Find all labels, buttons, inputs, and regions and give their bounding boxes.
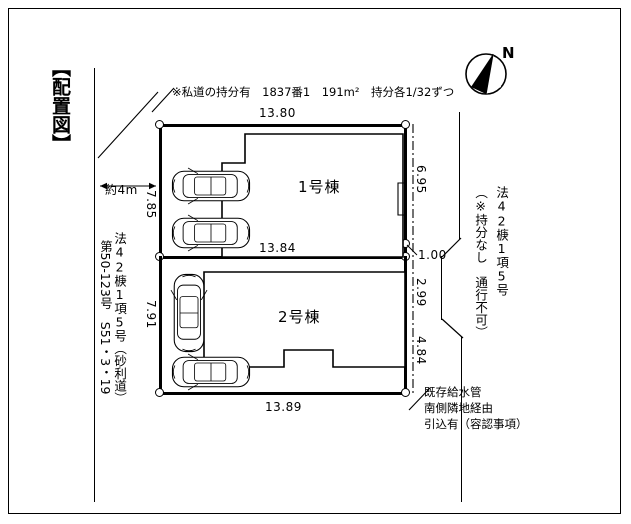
parking-car-4 [170,352,252,392]
note-private-road: ※私道の持分有 1837番1 191m² 持分各1/32ずつ [172,85,455,99]
dimension-left-upper: 7.85 [144,190,158,219]
lot1-boundary-right [404,124,407,259]
dimension-right-mid: 2.99 [414,278,428,307]
road-left-top-hatch [96,86,166,166]
page-title: 【配置図】 [44,58,74,170]
parking-car-2 [170,213,252,253]
building-1-offset-tick [396,182,408,216]
road-right-jog-upper [440,237,466,261]
page-title-label: 【配置図】 [48,58,71,153]
lot2-boundary-bottom [159,392,407,395]
building-2-label: 2号棟 [278,308,321,326]
dimension-right-lower: 4.84 [414,336,428,365]
road-right-edge-mid [441,256,443,320]
dimension-middle: 13.84 [259,241,296,255]
road-right-legal-line2: （※持分なし 通行不可） [473,186,489,339]
note-water-pipe-line1: 既存給水管 [424,385,482,399]
lot-node-se [401,388,410,397]
parking-car-3 [169,272,209,354]
road-left-legal-line1: 法42椩1項5号（砂利道） [112,232,128,405]
page-border [8,8,621,514]
dimension-left-lower: 7.91 [144,300,158,329]
road-right-edge-upper [459,112,461,239]
compass-north-label: N [502,44,515,62]
compass-rose-icon [463,50,509,96]
lot-node-sw [155,388,164,397]
right-property-dash-line [411,124,415,396]
building-1 [221,133,407,259]
lot-node-nw [155,120,164,129]
note-water-pipe-leader [408,380,444,414]
parking-car-1 [170,166,252,206]
road-right-jog-lower [441,318,469,342]
note-water-pipe-line2: 南側隣地経由 [424,401,493,415]
dimension-bottom: 13.89 [265,400,302,414]
road-right-legal-line1: 法42椩1項5号 [494,186,510,296]
dimension-right-upper: 6.95 [414,165,428,194]
building-1-label: 1号棟 [298,178,341,196]
dimension-top: 13.80 [259,106,296,120]
dimension-right-gap: 1.00 [418,248,447,262]
note-water-pipe-line3: 引込有（容認事項） [424,417,528,431]
lot1-boundary-top [159,124,407,127]
road-right-edge-lower [461,336,463,502]
road-width-label: 約4m [105,183,138,197]
road-left-outer-edge [94,68,96,502]
lot2-boundary-left [159,256,162,395]
lot1-boundary-left [159,124,162,259]
road-left-legal-line2: 第50-123号 S51・3・19 [98,240,113,395]
dimension-right-gap-leader [406,244,422,258]
note-private-road-leader [150,80,190,120]
road-width-arrow [98,178,160,194]
lot-node-ne [401,120,410,129]
